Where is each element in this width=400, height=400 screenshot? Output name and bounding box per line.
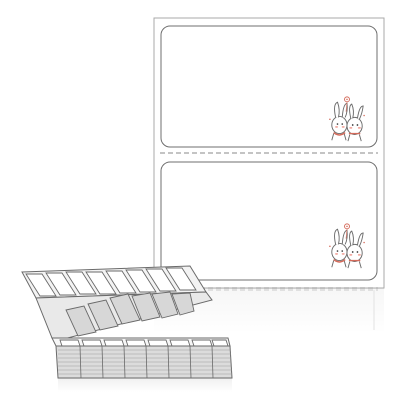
stack-middle-fold (35, 291, 213, 341)
stack-top-strip (21, 265, 207, 299)
fanfold-stack (21, 265, 233, 392)
label-bottom (160, 161, 378, 281)
label-top (160, 25, 378, 148)
stack-bottom-block (51, 337, 233, 392)
